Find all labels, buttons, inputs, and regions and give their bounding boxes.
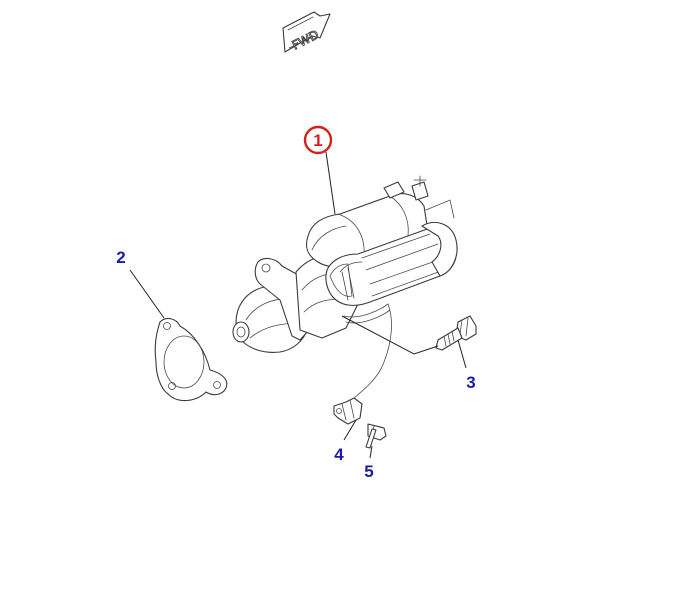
leader-line-3 bbox=[341, 315, 439, 355]
callout-5-number: 5 bbox=[364, 462, 373, 481]
gasket-part bbox=[154, 317, 228, 402]
callout-1-number: 1 bbox=[313, 131, 322, 150]
callout-2[interactable]: 2 bbox=[116, 248, 125, 267]
callout-4[interactable]: 4 bbox=[334, 445, 344, 464]
leader-line-2 bbox=[129, 269, 165, 319]
leader-line-3b bbox=[457, 339, 467, 369]
callout-1[interactable]: 1 bbox=[303, 125, 333, 155]
leader-line-5 bbox=[369, 445, 373, 459]
screw-part bbox=[365, 423, 387, 449]
callout-3[interactable]: 3 bbox=[466, 373, 475, 392]
starter-motor-part bbox=[232, 175, 458, 399]
callout-1-highlight-ring bbox=[303, 125, 333, 155]
fwd-direction-arrow: FWD bbox=[282, 11, 331, 53]
callout-5[interactable]: 5 bbox=[364, 462, 373, 481]
bolt-part bbox=[435, 315, 477, 351]
callout-2-number: 2 bbox=[116, 248, 125, 267]
callout-4-number: 4 bbox=[334, 445, 344, 464]
callout-3-number: 3 bbox=[466, 373, 475, 392]
leader-lines bbox=[129, 151, 467, 459]
leader-line-1 bbox=[325, 151, 336, 215]
wire-connector-part bbox=[333, 397, 363, 425]
leader-line-4 bbox=[343, 419, 357, 441]
